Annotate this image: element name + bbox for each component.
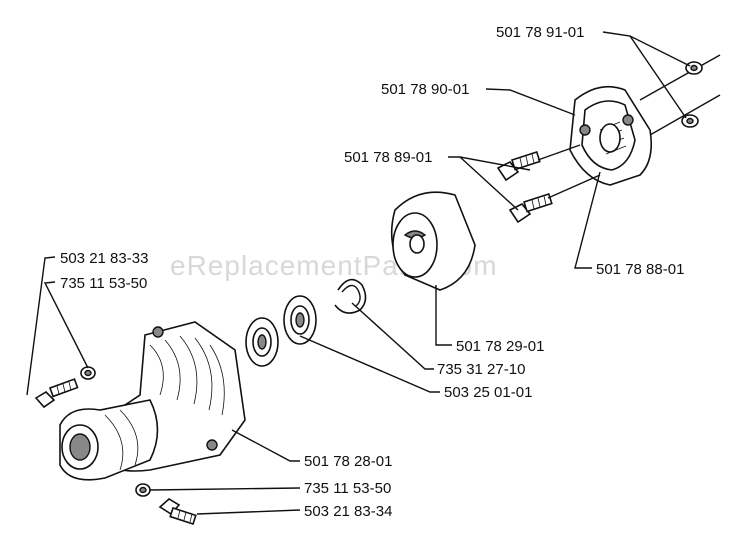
leader-lines	[26, 31, 691, 515]
label-501-78-88-01: 501 78 88-01	[596, 261, 684, 278]
washer-housing-top	[80, 366, 96, 380]
label-501-78-90-01: 501 78 90-01	[381, 81, 469, 98]
circlip	[334, 278, 367, 314]
bolt-lower	[508, 192, 553, 224]
label-503-21-83-33: 503 21 83-33	[60, 250, 148, 267]
label-501-78-28-01: 501 78 28-01	[304, 453, 392, 470]
label-503-21-83-34: 503 21 83-34	[304, 503, 392, 520]
label-735-31-27-10: 735 31 27-10	[437, 361, 525, 378]
shaft-lines	[639, 54, 721, 136]
screw-housing-left	[34, 378, 79, 409]
bearing-front	[283, 295, 317, 345]
label-501-78-91-01: 501 78 91-01	[496, 24, 584, 41]
clutch-drum	[390, 191, 476, 291]
label-735-11-53-50-bottom: 735 11 53-50	[304, 480, 391, 497]
label-501-78-29-01: 501 78 29-01	[456, 338, 544, 355]
screw-housing-bottom	[158, 498, 197, 525]
bearing-rear	[245, 317, 279, 367]
clutch-housing	[59, 321, 246, 481]
label-735-11-53-50-top: 735 11 53-50	[60, 275, 147, 292]
label-501-78-89-01: 501 78 89-01	[344, 149, 432, 166]
clutch-shoe-assembly	[569, 85, 653, 186]
label-503-25-01-01: 503 25 01-01	[444, 384, 532, 401]
bolt-upper	[496, 150, 541, 182]
washer-housing-bottom	[135, 483, 151, 497]
washer-top-right	[685, 61, 703, 75]
